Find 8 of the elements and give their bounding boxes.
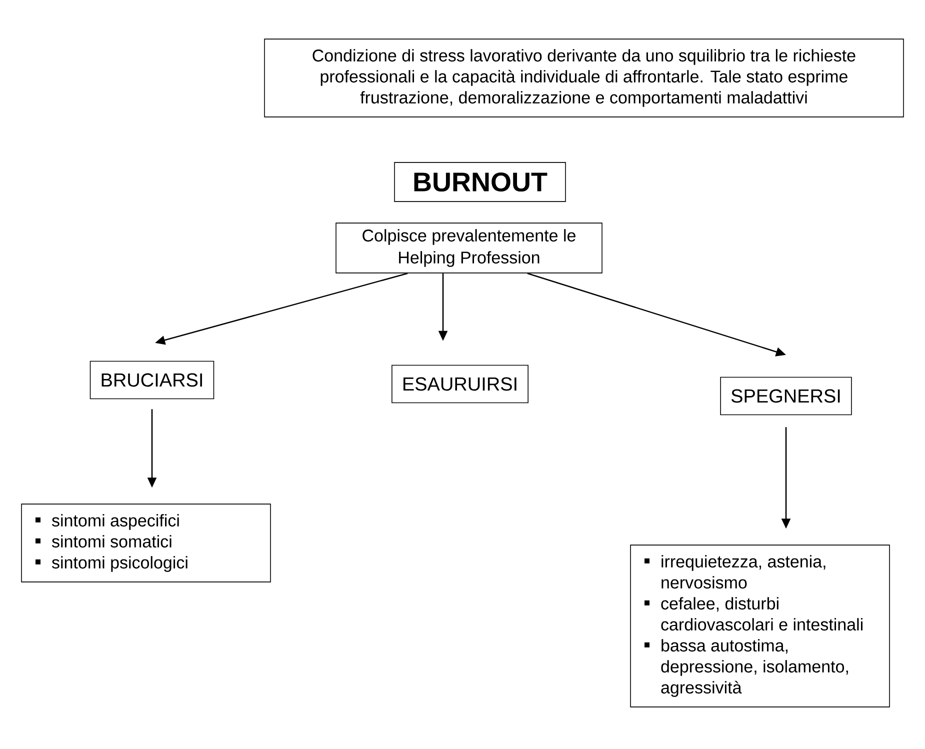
symptom-list-box: irrequietezza, astenia, nervosismo cefalee, disturbi cardiovascolari e intestinali bassa autostima, depressione, isolamento, agressività	[630, 544, 890, 708]
category-box: BRUCIARSI	[90, 360, 214, 400]
category-box: SPEGNERSI	[720, 376, 852, 416]
description-box: Colpisce prevalentemente le Helping Profession	[336, 222, 602, 274]
category-box: ESAURUIRSI	[392, 364, 528, 404]
title-box: BURNOUT	[394, 162, 566, 202]
definition-box: Condizione di stress lavorativo derivante da uno squilibrio tra le richieste professionali e la capacità individuale di affrontarle. Tale stato esprime frustrazione, demoralizzazione e comportamenti maladattivi	[264, 38, 904, 118]
symptom-list-box: sintomi aspecifici sintomi somatici sintomi psicologici	[21, 504, 271, 582]
